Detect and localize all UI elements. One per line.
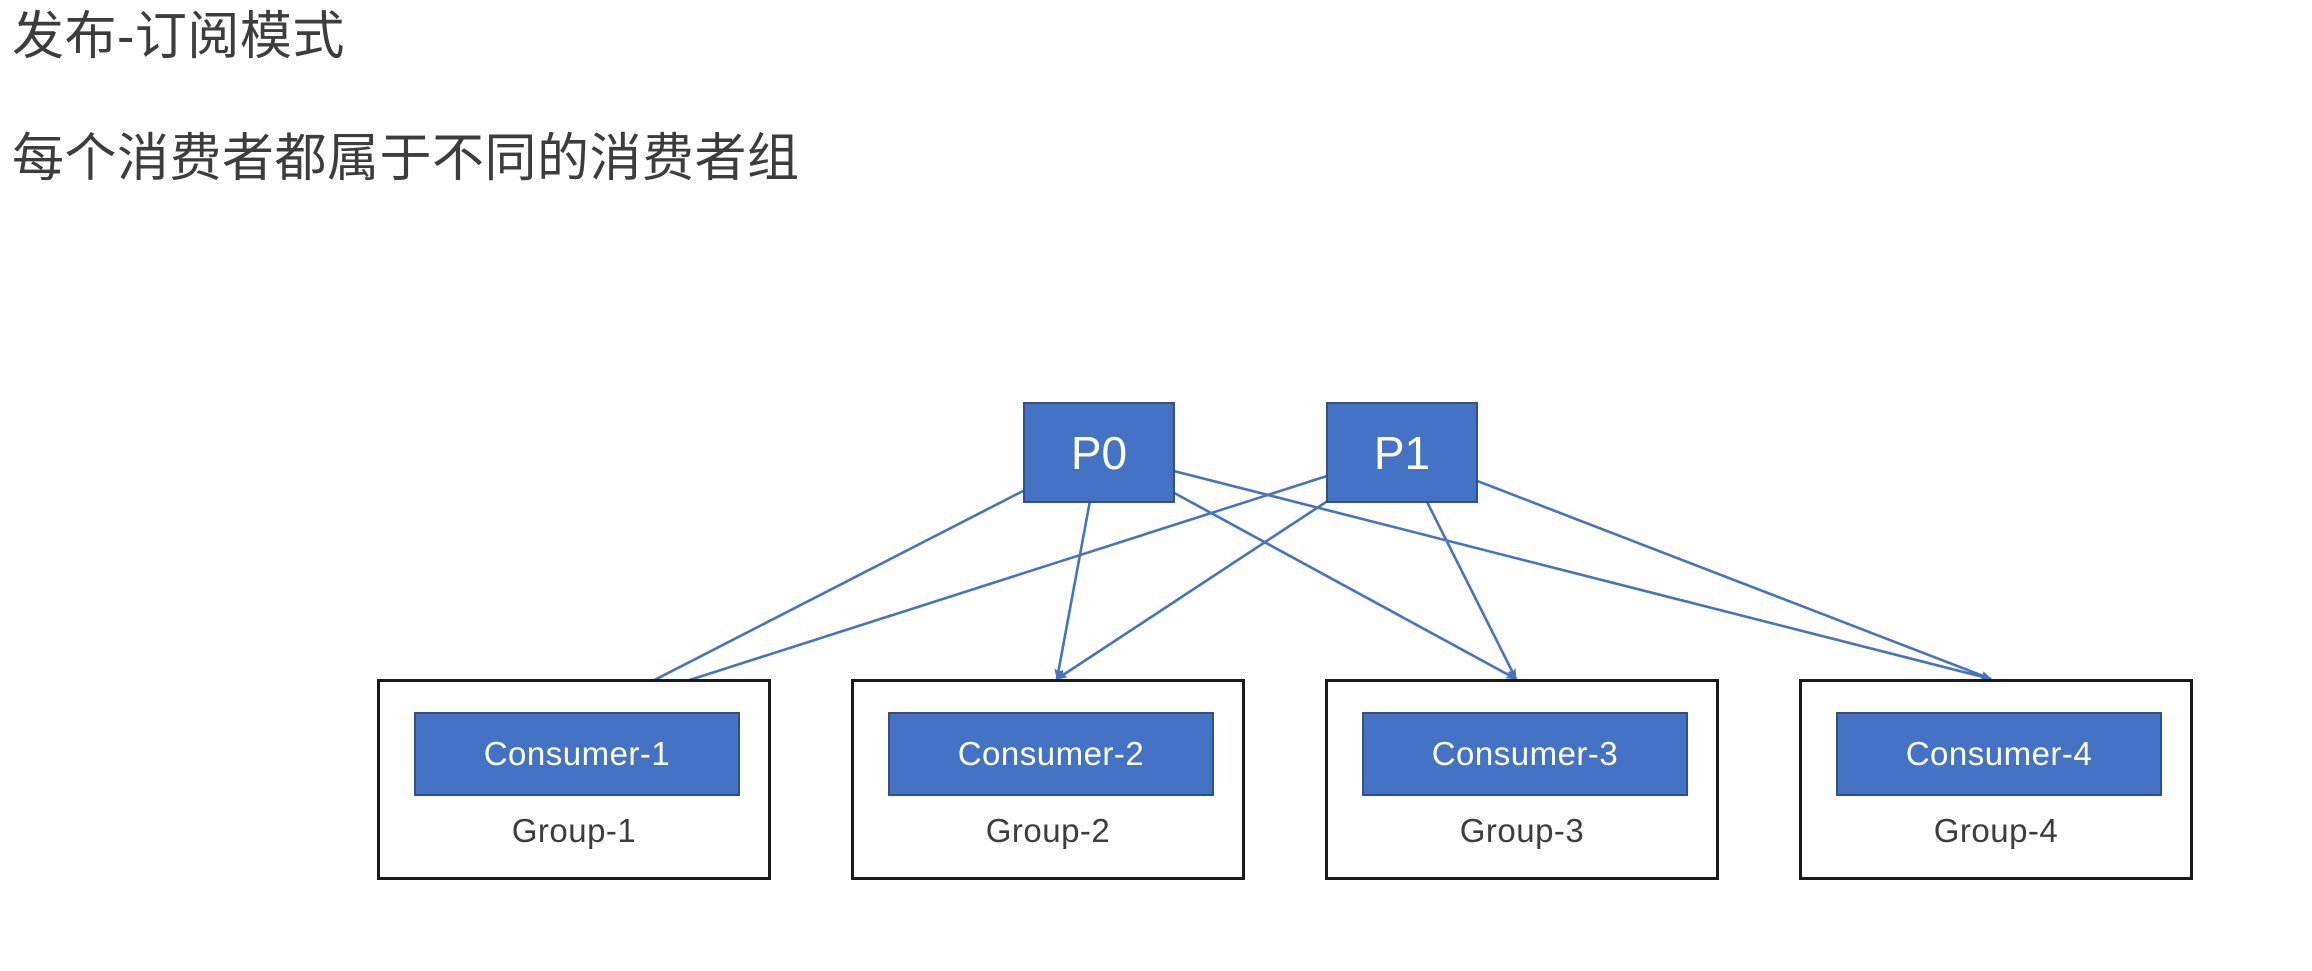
consumer-node-1[interactable]: Consumer-1	[414, 712, 740, 796]
consumer-label: Consumer-1	[483, 735, 671, 772]
consumer-label: Consumer-4	[1905, 735, 2093, 772]
consumer-group-2[interactable]: Consumer-2 Group-2	[851, 679, 1245, 880]
consumer-group-3[interactable]: Consumer-3 Group-3	[1325, 679, 1719, 880]
consumer-node-2[interactable]: Consumer-2	[888, 712, 1214, 796]
consumer-label: Consumer-2	[957, 735, 1145, 772]
producer-label: P0	[1070, 426, 1128, 479]
group-label-1: Group-1	[511, 812, 637, 849]
consumer-node-4[interactable]: Consumer-4	[1836, 712, 2162, 796]
consumer-node-3[interactable]: Consumer-3	[1362, 712, 1688, 796]
connector-P1-to-Consumer-4	[1401, 450, 1992, 681]
page-subtitle: 每个消费者都属于不同的消费者组	[12, 130, 800, 188]
connector-P1-to-Consumer-1	[595, 450, 1403, 712]
consumer-label: Consumer-3	[1431, 735, 1619, 772]
group-label-2: Group-2	[985, 812, 1111, 849]
group-label-3: Group-3	[1459, 812, 1585, 849]
consumer-group-4[interactable]: Consumer-4 Group-4	[1799, 679, 2193, 880]
producer-label: P1	[1373, 426, 1431, 479]
page-title: 发布-订阅模式	[12, 8, 345, 66]
connector-P0-to-Consumer-4	[1098, 450, 1992, 681]
consumer-group-1[interactable]: Consumer-1 Group-1	[377, 679, 771, 880]
producer-node-p0[interactable]: P0	[1023, 402, 1175, 503]
producer-node-p1[interactable]: P1	[1326, 402, 1478, 503]
group-label-4: Group-4	[1933, 812, 2059, 849]
